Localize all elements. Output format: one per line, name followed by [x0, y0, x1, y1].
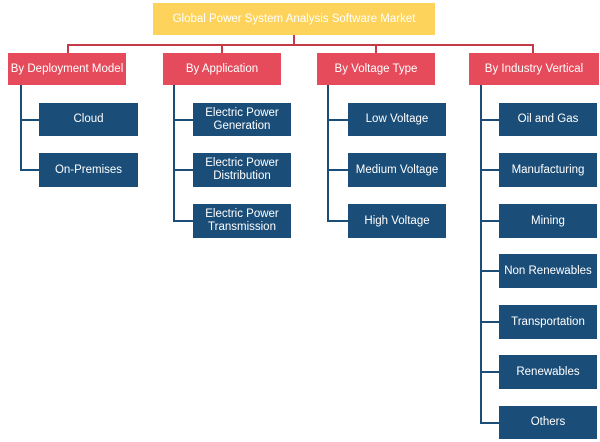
application-tick-1 — [173, 119, 193, 121]
voltage-tick-1 — [327, 119, 348, 121]
application-tick-3 — [173, 220, 193, 222]
leaf-electric-power-generation: Electric Power Generation — [193, 103, 291, 136]
category-drop-3 — [375, 44, 377, 53]
category-drop-4 — [532, 44, 534, 53]
deployment-branch-line — [20, 85, 22, 171]
category-drop-1 — [67, 44, 69, 53]
leaf-cloud: Cloud — [39, 103, 138, 136]
leaf-transportation: Transportation — [499, 305, 597, 339]
leaf-electric-power-transmission: Electric Power Transmission — [193, 204, 291, 238]
leaf-low-voltage: Low Voltage — [348, 103, 446, 136]
category-industry-vertical: By Industry Vertical — [469, 53, 599, 85]
voltage-branch-line — [327, 85, 329, 222]
application-tick-2 — [173, 169, 193, 171]
category-bus — [67, 44, 534, 46]
diagram-title: Global Power System Analysis Software Ma… — [153, 3, 435, 35]
leaf-oil-and-gas: Oil and Gas — [499, 103, 597, 136]
category-application: By Application — [163, 53, 281, 85]
industry-tick-7 — [480, 422, 499, 424]
root-connector — [293, 35, 295, 45]
leaf-mining: Mining — [499, 204, 597, 238]
voltage-tick-2 — [327, 169, 348, 171]
leaf-non-renewables: Non Renewables — [499, 254, 597, 288]
industry-tick-3 — [480, 220, 499, 222]
leaf-on-premises: On-Premises — [39, 153, 138, 187]
leaf-electric-power-distribution: Electric Power Distribution — [193, 153, 291, 187]
industry-tick-5 — [480, 321, 499, 323]
leaf-others: Others — [499, 406, 597, 439]
industry-tick-6 — [480, 371, 499, 373]
leaf-renewables: Renewables — [499, 355, 597, 389]
industry-branch-line — [480, 85, 482, 424]
leaf-manufacturing: Manufacturing — [499, 153, 597, 187]
category-deployment-model: By Deployment Model — [8, 53, 126, 85]
leaf-high-voltage: High Voltage — [348, 204, 446, 238]
industry-tick-4 — [480, 270, 499, 272]
leaf-medium-voltage: Medium Voltage — [348, 153, 446, 187]
industry-tick-2 — [480, 169, 499, 171]
category-drop-2 — [221, 44, 223, 53]
deployment-tick-2 — [20, 169, 39, 171]
application-branch-line — [173, 85, 175, 222]
category-voltage-type: By Voltage Type — [317, 53, 435, 85]
voltage-tick-3 — [327, 220, 348, 222]
deployment-tick-1 — [20, 119, 39, 121]
industry-tick-1 — [480, 119, 499, 121]
